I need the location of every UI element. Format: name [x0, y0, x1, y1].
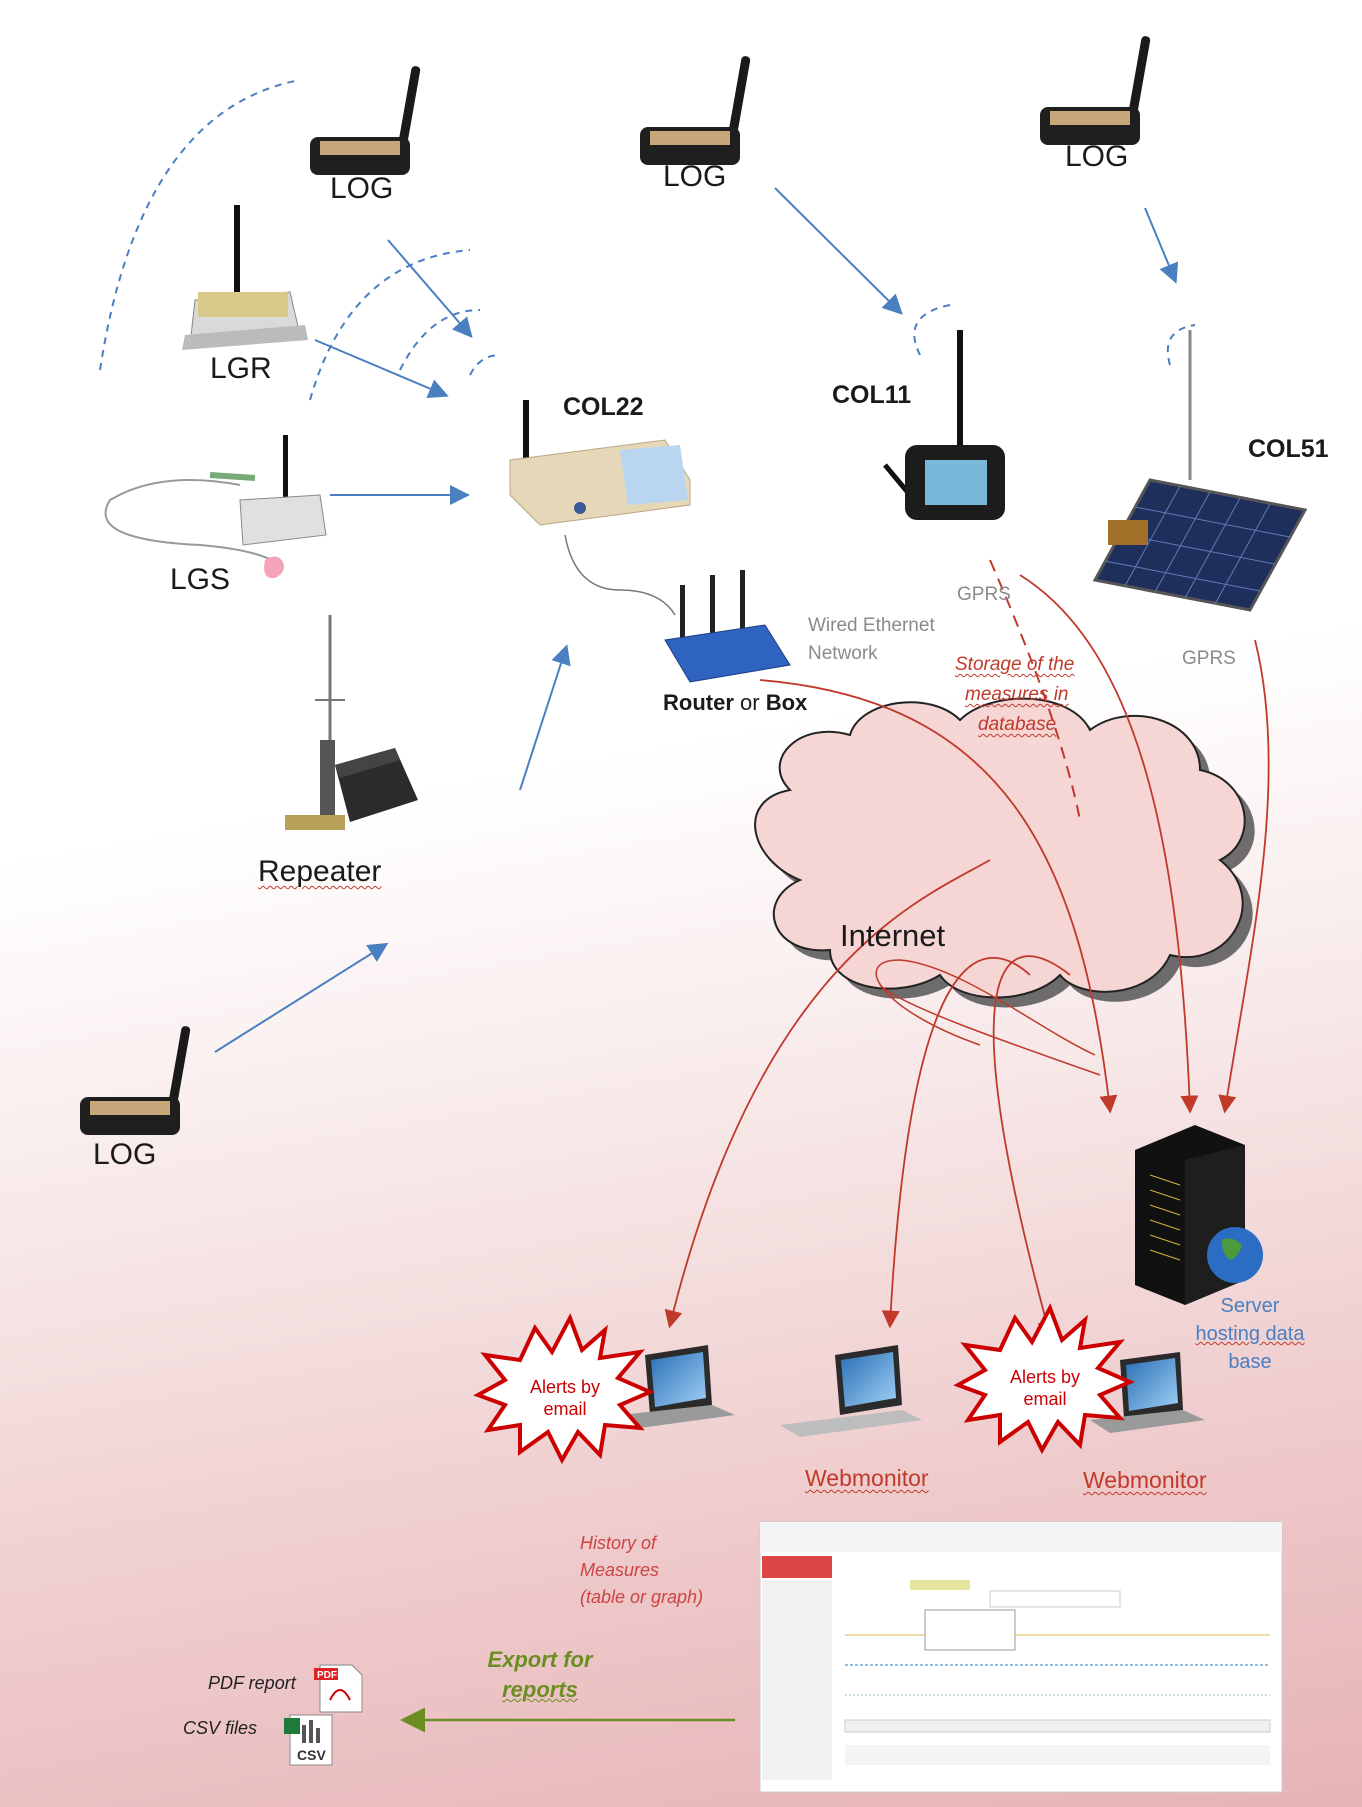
- storage-dashed-arrow: [989, 559, 1081, 821]
- logger-icon: [1040, 36, 1151, 145]
- col11-label: COL11: [832, 381, 912, 409]
- csv-file-icon: [284, 1714, 333, 1766]
- storage-label-3: database: [978, 714, 1057, 735]
- server-label-3: base: [1228, 1351, 1272, 1373]
- repeater-icon: [285, 615, 418, 830]
- alert-email-2: Alerts by email: [985, 1366, 1105, 1410]
- lgr-label: LGR: [210, 352, 272, 385]
- internet-label: Internet: [840, 918, 946, 953]
- webmonitor-label-1: Webmonitor: [805, 1465, 929, 1491]
- radio-arrows: [214, 187, 1179, 1053]
- log-label-4: LOG: [93, 1138, 157, 1171]
- alert-burst-icon: [473, 1313, 656, 1465]
- alert-burst-icon: [953, 1303, 1136, 1455]
- col51-label: COL51: [1248, 435, 1329, 463]
- server-label-2: hosting data: [1195, 1323, 1305, 1345]
- alert-1-line2: email: [543, 1399, 587, 1419]
- logger-icon: [640, 56, 751, 165]
- alert-1-line1: Alerts by: [529, 1377, 601, 1397]
- internet-cloud: [754, 697, 1255, 1008]
- logger-icon: [80, 1026, 191, 1135]
- router-label-or: or: [733, 690, 766, 715]
- pdf-icon-text: PDF: [317, 1670, 337, 1681]
- router-label-router: Router: [663, 690, 734, 715]
- col22-label: COL22: [563, 393, 644, 421]
- col22-concentrator-icon: [509, 400, 691, 526]
- data-flow-arrows: [664, 574, 1270, 1339]
- export-label-2: reports: [502, 1677, 578, 1702]
- log-label-1: LOG: [330, 172, 394, 205]
- server-icon: [1135, 1125, 1263, 1305]
- webmonitor-screenshot: [759, 1521, 1283, 1793]
- gprs-label-2: GPRS: [1182, 648, 1236, 669]
- storage-label-1: Storage of the: [955, 654, 1075, 675]
- history-label-3: (table or graph): [580, 1587, 704, 1607]
- col11-gprs-icon: [883, 330, 1005, 520]
- export-label: Export for reports: [470, 1645, 610, 1705]
- server-label-1: Server: [1220, 1295, 1280, 1317]
- csv-icon-text: CSV: [297, 1747, 326, 1763]
- lgr-logger-icon: [182, 205, 308, 350]
- gprs-label-1: GPRS: [957, 584, 1011, 605]
- history-label-1: History of: [580, 1533, 657, 1553]
- export-label-1: Export for: [487, 1647, 593, 1672]
- ethernet-cable: [564, 534, 676, 616]
- laptop-icon: [780, 1345, 922, 1437]
- internet-loops: [875, 959, 1101, 1076]
- alert-2-line2: email: [1023, 1389, 1067, 1409]
- alert-email-1: Alerts by email: [505, 1376, 625, 1420]
- storage-label-2: measures in: [965, 684, 1069, 705]
- router-icon: [664, 570, 791, 683]
- laptop-icon: [1090, 1352, 1205, 1433]
- radio-waves: [99, 79, 1196, 401]
- history-label-2: Measures: [580, 1560, 660, 1580]
- log-label-3: LOG: [1065, 140, 1129, 173]
- laptop-icon: [620, 1345, 735, 1428]
- alert-2-line1: Alerts by: [1009, 1367, 1081, 1387]
- col51-solar-icon: [1092, 330, 1308, 612]
- repeater-label: Repeater: [258, 855, 382, 888]
- webmonitor-label-2: Webmonitor: [1083, 1467, 1207, 1493]
- router-label-box: Box: [765, 690, 808, 715]
- logger-icon: [310, 66, 421, 175]
- server-label: Server hosting data base: [1185, 1292, 1315, 1376]
- log-label-2: LOG: [663, 160, 727, 193]
- lgs-label: LGS: [170, 563, 231, 596]
- lgs-logger-icon: [104, 435, 327, 579]
- csv-files-label: CSV files: [183, 1718, 258, 1738]
- router-label: Router or Box: [663, 690, 807, 716]
- wired-network-label-1: Wired Ethernet: [808, 615, 935, 636]
- pdf-file-icon: [314, 1664, 363, 1713]
- wired-network-label-2: Network: [808, 643, 878, 664]
- pdf-report-label: PDF report: [208, 1673, 296, 1693]
- history-label: History of Measures (table or graph): [580, 1530, 703, 1611]
